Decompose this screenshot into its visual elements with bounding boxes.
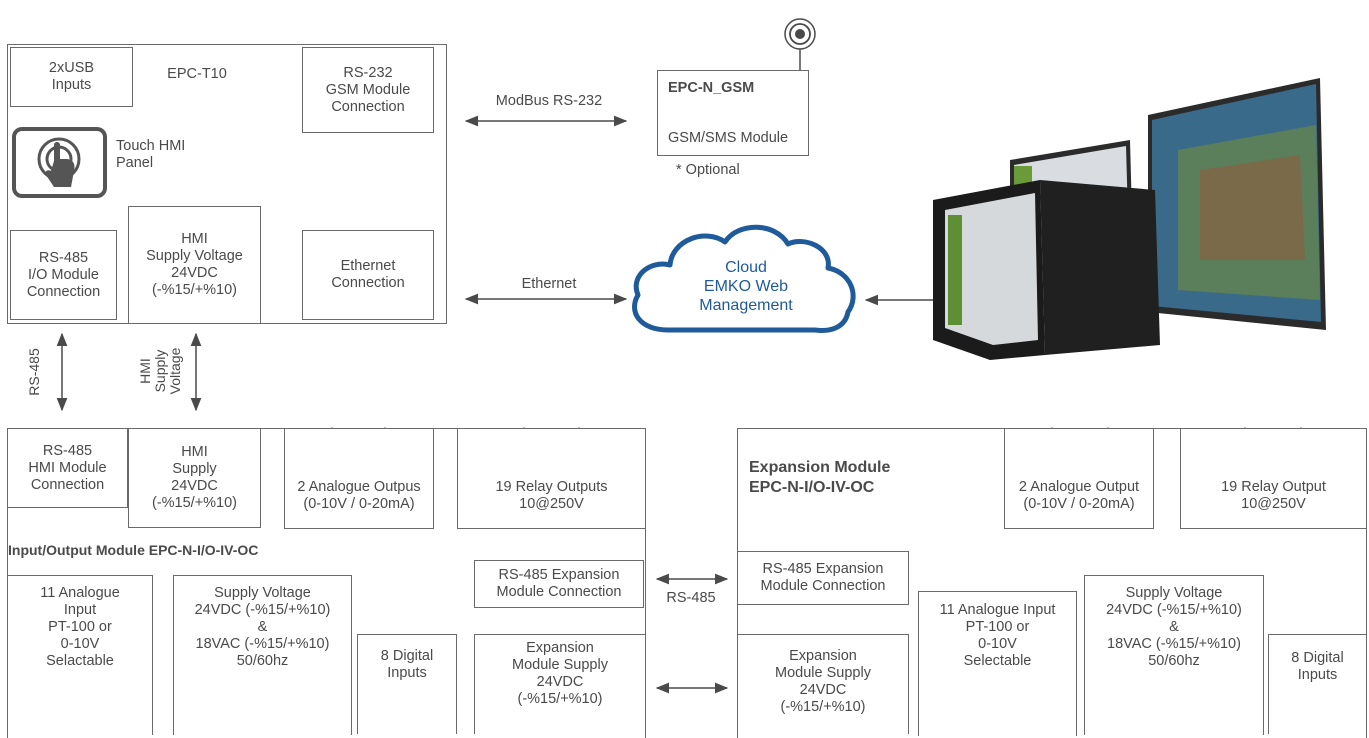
io-analog-in-label: 11 Analogue Input PT-100 or 0-10V Selact… xyxy=(40,585,120,669)
io-supply-box xyxy=(173,575,352,735)
io-relay-out-box xyxy=(457,428,646,529)
tablet-screens-image xyxy=(933,78,1326,360)
io-digital-in-label: 8 Digital Inputs xyxy=(380,648,434,681)
rs485-io-box: RS-485 I/O Module Connection xyxy=(10,230,117,320)
exp-analog-out-label: 2 Analogue Output (0-10V / 0-20mA) xyxy=(1018,479,1140,512)
modbus-label: ModBus RS-232 xyxy=(495,93,603,109)
io-module-title: Input/Output Module EPC-N-I/O-IV-OC xyxy=(8,542,259,558)
usb-inputs-box: 2xUSB Inputs xyxy=(10,47,133,107)
touch-hmi-label: Touch HMI Panel xyxy=(116,138,186,171)
gsm-connection-box: RS-232 GSM Module Connection xyxy=(302,47,434,133)
io-rs485-hmi-box: RS-485 HMI Module Connection xyxy=(7,428,128,508)
exp-rs485-exp-box: RS-485 Expansion Module Connection xyxy=(737,551,909,605)
exp-analog-in-label: 11 Analogue Input PT-100 or 0-10V Select… xyxy=(939,602,1056,669)
gsm-optional-note: * Optional xyxy=(676,162,740,178)
exp-analog-in-box xyxy=(918,591,1077,736)
rs485-vertical-label: RS-485 xyxy=(26,348,42,396)
exp-supply-box xyxy=(1084,575,1264,735)
cloud-label: Cloud EMKO Web Management xyxy=(699,259,793,314)
io-digital-in-box xyxy=(357,634,457,734)
exp-digital-in-label: 8 Digital Inputs xyxy=(1291,650,1344,683)
io-analog-in-box xyxy=(7,575,153,735)
exp-rs485-exp-label: RS-485 Expansion Module Connection xyxy=(760,561,886,594)
gsm-module-box xyxy=(657,70,809,156)
hmi-supply-box: HMI Supply Voltage 24VDC (-%15/+%10) xyxy=(128,206,261,324)
io-hmi-supply-box: HMI Supply 24VDC (-%15/+%10) xyxy=(128,428,261,528)
gsm-module-title: EPC-N_GSM xyxy=(668,80,755,96)
exp-exp-supply-box xyxy=(737,634,909,734)
ethernet-label: Ethernet xyxy=(521,276,577,292)
io-rs485-hmi-label: RS-485 HMI Module Connection xyxy=(28,442,107,493)
exp-relay-out-label: 19 Relay Output 10@250V xyxy=(1221,479,1326,512)
exp-analog-out-box xyxy=(1004,428,1154,529)
ethernet-connection-box: Ethernet Connection xyxy=(302,230,434,320)
io-relay-out-label: 19 Relay Outputs 10@250V xyxy=(495,479,608,512)
exp-exp-supply-label: Expansion Module Supply 24VDC (-%15/+%10… xyxy=(775,648,871,715)
touch-hmi-icon xyxy=(12,127,107,198)
io-analog-out-label: 2 Analogue Outpus (0-10V / 0-20mA) xyxy=(297,479,421,512)
expansion-module-title: Expansion Module EPC-N-I/O-IV-OC xyxy=(749,459,891,496)
hmi-supply-vertical-label: HMI Supply Voltage xyxy=(137,347,183,395)
usb-inputs-label: 2xUSB Inputs xyxy=(48,60,95,93)
gsm-connection-label: RS-232 GSM Module Connection xyxy=(325,64,411,115)
hmi-supply-label: HMI Supply Voltage 24VDC (-%15/+%10) xyxy=(146,231,243,298)
io-supply-label: Supply Voltage 24VDC (-%15/+%10) & 18VAC… xyxy=(194,585,331,669)
cloud-icon xyxy=(632,224,856,333)
gsm-module-subtitle: GSM/SMS Module xyxy=(668,130,789,146)
rs485-io-label: RS-485 I/O Module Connection xyxy=(26,249,101,300)
io-analog-out-box xyxy=(284,428,434,529)
io-rs485-exp-box: RS-485 Expansion Module Connection xyxy=(474,560,644,608)
io-rs485-exp-label: RS-485 Expansion Module Connection xyxy=(496,567,622,600)
epc-t10-title: EPC-T10 xyxy=(167,66,227,82)
io-exp-supply-label: Expansion Module Supply 24VDC (-%15/+%10… xyxy=(512,640,608,707)
ethernet-connection-label: Ethernet Connection xyxy=(331,258,405,291)
antenna-icon xyxy=(784,18,816,70)
exp-relay-out-box xyxy=(1180,428,1367,529)
exp-supply-label: Supply Voltage 24VDC (-%15/+%10) & 18VAC… xyxy=(1106,585,1242,669)
io-exp-supply-box xyxy=(474,634,646,734)
io-hmi-supply-label: HMI Supply 24VDC (-%15/+%10) xyxy=(151,444,238,511)
exp-digital-in-box xyxy=(1268,634,1367,734)
rs485-between-label: RS-485 xyxy=(666,590,716,606)
